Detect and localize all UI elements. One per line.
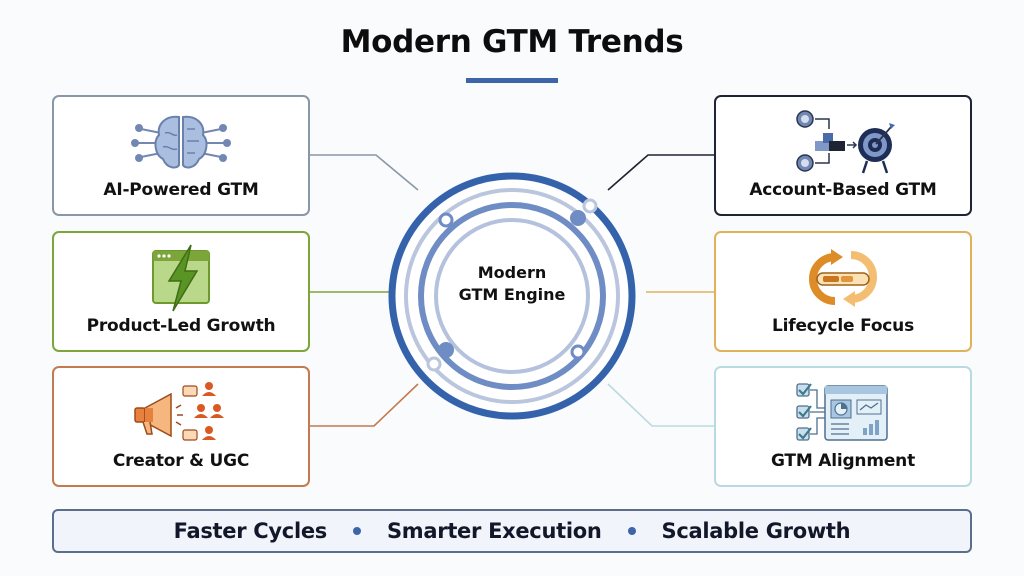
card-label: GTM Alignment bbox=[770, 451, 916, 471]
card-creator-ugc[interactable]: Creator & UGC bbox=[52, 366, 310, 487]
card-product-led-growth[interactable]: Product-Led Growth bbox=[52, 231, 310, 352]
megaphone-audience-icon bbox=[134, 382, 224, 441]
page-title: Modern GTM Trends bbox=[340, 24, 684, 60]
card-label: Product-Led Growth bbox=[86, 316, 276, 336]
engine-label-line1: Modern bbox=[477, 263, 547, 282]
card-label: Creator & UGC bbox=[112, 451, 250, 471]
separator-dot bbox=[627, 527, 636, 535]
browser-lightning-icon bbox=[152, 244, 210, 312]
brain-circuit-icon bbox=[131, 115, 231, 169]
card-label: AI-Powered GTM bbox=[103, 180, 259, 200]
benefit-faster-cycles: Faster Cycles bbox=[173, 519, 328, 543]
benefits-bar: Faster Cycles Smarter Execution Scalable… bbox=[52, 509, 972, 553]
wire-abm bbox=[607, 154, 714, 191]
engine-label-line2: GTM Engine bbox=[458, 285, 566, 304]
title-underline bbox=[466, 78, 558, 83]
benefit-scalable-growth: Scalable Growth bbox=[661, 519, 851, 543]
card-lifecycle-focus[interactable]: Lifecycle Focus bbox=[714, 231, 972, 352]
separator-dot bbox=[352, 527, 361, 535]
checklist-dashboard-icon bbox=[796, 383, 888, 441]
target-blocks-icon bbox=[796, 110, 895, 174]
wire-creator bbox=[310, 383, 419, 427]
card-label: Lifecycle Focus bbox=[772, 316, 914, 336]
engine-label: Modern GTM Engine bbox=[432, 262, 592, 306]
card-gtm-alignment[interactable]: GTM Alignment bbox=[714, 366, 972, 487]
card-label: Account-Based GTM bbox=[749, 180, 937, 200]
lifecycle-loop-icon bbox=[809, 249, 877, 307]
card-account-based-gtm[interactable]: Account-Based GTM bbox=[714, 95, 972, 216]
card-ai-powered-gtm[interactable]: AI-Powered GTM bbox=[52, 95, 310, 216]
benefit-smarter-execution: Smarter Execution bbox=[386, 519, 602, 543]
wire-alignment bbox=[607, 383, 714, 427]
wire-ai bbox=[310, 154, 419, 191]
engine-rings-icon bbox=[388, 172, 636, 420]
